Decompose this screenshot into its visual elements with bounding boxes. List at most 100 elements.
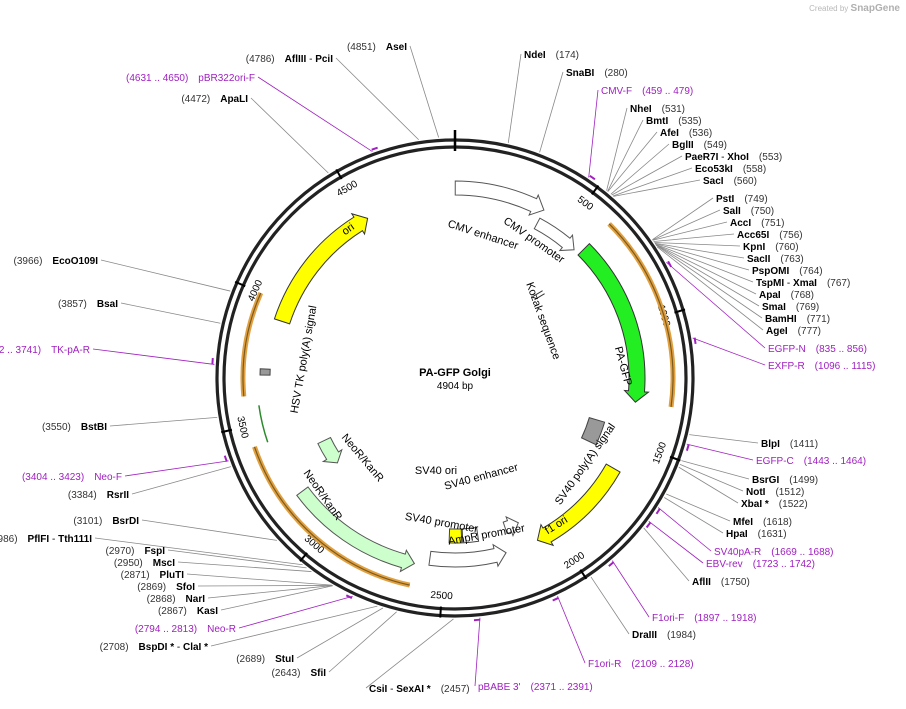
spacer (734, 194, 744, 205)
enzyme-position: (4786) (246, 54, 275, 65)
enzyme-name: BmtI (646, 116, 668, 127)
enzyme-position: (1631) (758, 529, 787, 540)
enzyme-name: ApaLI (220, 94, 248, 105)
enzyme-label-noti: NotI (1512) (746, 487, 804, 498)
spacer (797, 314, 807, 325)
enzyme-name: AflIII (285, 54, 307, 65)
enzyme-label-acc65i: Acc65I (756) (737, 230, 803, 241)
leader-line (652, 221, 728, 241)
enzyme-name: EcoO109I (52, 256, 98, 267)
label-sv40-ori: SV40 ori (415, 465, 457, 477)
spacer (143, 558, 153, 569)
primer-range: (1669 .. 1688) (771, 547, 833, 558)
spacer (431, 684, 441, 695)
label-kozak-sequence: Kozak sequence (523, 281, 562, 362)
enzyme-position: (777) (798, 326, 821, 337)
enzyme-name: KpnI (743, 242, 765, 253)
feature-hsv-tk-polya (259, 368, 271, 376)
enzyme-position: (553) (759, 152, 782, 163)
primer-label-pbabe-3: pBABE 3' (2371 .. 2391) (478, 682, 593, 693)
primer-name: CMV-F (601, 86, 632, 97)
spacer (376, 42, 386, 53)
leader-line (656, 246, 764, 331)
enzyme-position: (767) (827, 278, 850, 289)
enzyme-name: MscI (153, 558, 175, 569)
ruler-tick (674, 308, 686, 314)
enzyme-name: SfoI (176, 582, 195, 593)
enzyme-name: AgeI (766, 326, 788, 337)
enzyme-name: AfeI (660, 128, 679, 139)
spacer (97, 490, 107, 501)
enzyme-name: PstI (716, 194, 735, 205)
enzyme-label-ndei: NdeI (174) (524, 50, 579, 61)
leader-line (643, 527, 690, 582)
leader-line (606, 107, 628, 191)
enzyme-name: BspDI * (139, 642, 175, 653)
leader-line (607, 119, 644, 192)
leader-line (335, 57, 419, 141)
enzyme-position: (3857) (58, 299, 87, 310)
feature-pa-gfp (577, 242, 650, 403)
primer-label-neo-r: (2794 .. 2813) Neo-R (135, 624, 236, 635)
leader-line (666, 493, 731, 522)
enzyme-name-2: ClaI * (183, 642, 208, 653)
primer-site-exfp-r (693, 337, 697, 345)
primer-label-neo-f: (3404 .. 3423) Neo-F (22, 472, 122, 483)
enzyme-position: (531) (662, 104, 685, 115)
enzyme-label-eco53ki: Eco53kI (558) (695, 164, 766, 175)
ruler-tick (439, 606, 442, 618)
feature-sv40-enhancer (461, 526, 480, 544)
spacer (87, 299, 97, 310)
primer-name: EBV-rev (706, 559, 743, 570)
spacer (187, 606, 197, 617)
enzyme-label-apali: (4472) ApaLI (181, 94, 248, 105)
leader-line (652, 209, 721, 241)
leader-line (654, 242, 741, 247)
leader-line (210, 605, 378, 647)
label-hsv-tk-polya: HSV TK poly(A) signal (289, 305, 320, 415)
ruler-tick (234, 280, 246, 288)
enzyme-label-nhei: NheI (531) (630, 104, 685, 115)
spacer (789, 266, 799, 277)
orf-arc-neor-core (253, 446, 410, 586)
enzyme-name: BsrDI (112, 516, 139, 527)
primer-range: (2794 .. 2813) (135, 624, 197, 635)
leader-line (238, 595, 353, 629)
primer-site-f1ori-r (552, 597, 559, 602)
orf-arc-tk-core (242, 292, 262, 397)
enzyme-name: AseI (386, 42, 407, 53)
leader-line (365, 618, 454, 689)
leader-line (257, 76, 373, 152)
enzyme-position: (2867) (158, 606, 187, 617)
label-sv40-promoter: SV40 promoter (404, 511, 479, 536)
primer-range: (3404 .. 3423) (22, 472, 84, 483)
primer-site-cmv-f (589, 174, 596, 181)
enzyme-name: NotI (746, 487, 766, 498)
enzyme-label-csii: CsiI - SexAI * (2457) (369, 684, 470, 695)
enzyme-position: (749) (744, 194, 767, 205)
spacer (197, 624, 207, 635)
leader-line (100, 259, 231, 292)
enzyme-name: TspMI (756, 278, 784, 289)
enzyme-name: MfeI (733, 517, 753, 528)
spacer (129, 642, 139, 653)
spacer (657, 630, 667, 641)
primer-label-egfp-c: EGFP-C (1443 .. 1464) (756, 456, 866, 467)
spacer (788, 326, 798, 337)
primer-label-ebv-rev: EBV-rev (1723 .. 1742) (706, 559, 815, 570)
primer-label-sv40pa-r: SV40pA-R (1669 .. 1688) (714, 547, 834, 558)
spacer (652, 104, 662, 115)
separator: - (174, 642, 183, 653)
spacer (743, 559, 753, 570)
spacer (769, 230, 779, 241)
enzyme-position: (1750) (721, 577, 750, 588)
primer-name: Neo-R (207, 624, 236, 635)
primer-label-tk-pa-r: (3722 .. 3741) TK-pA-R (0, 345, 90, 356)
enzyme-position: (174) (556, 50, 579, 61)
primer-range: (459 .. 479) (642, 86, 693, 97)
enzyme-position: (1411) (790, 439, 818, 450)
spacer (300, 668, 310, 679)
enzyme-position: (2708) (100, 642, 129, 653)
feature-cmv-enhancer (454, 180, 545, 216)
